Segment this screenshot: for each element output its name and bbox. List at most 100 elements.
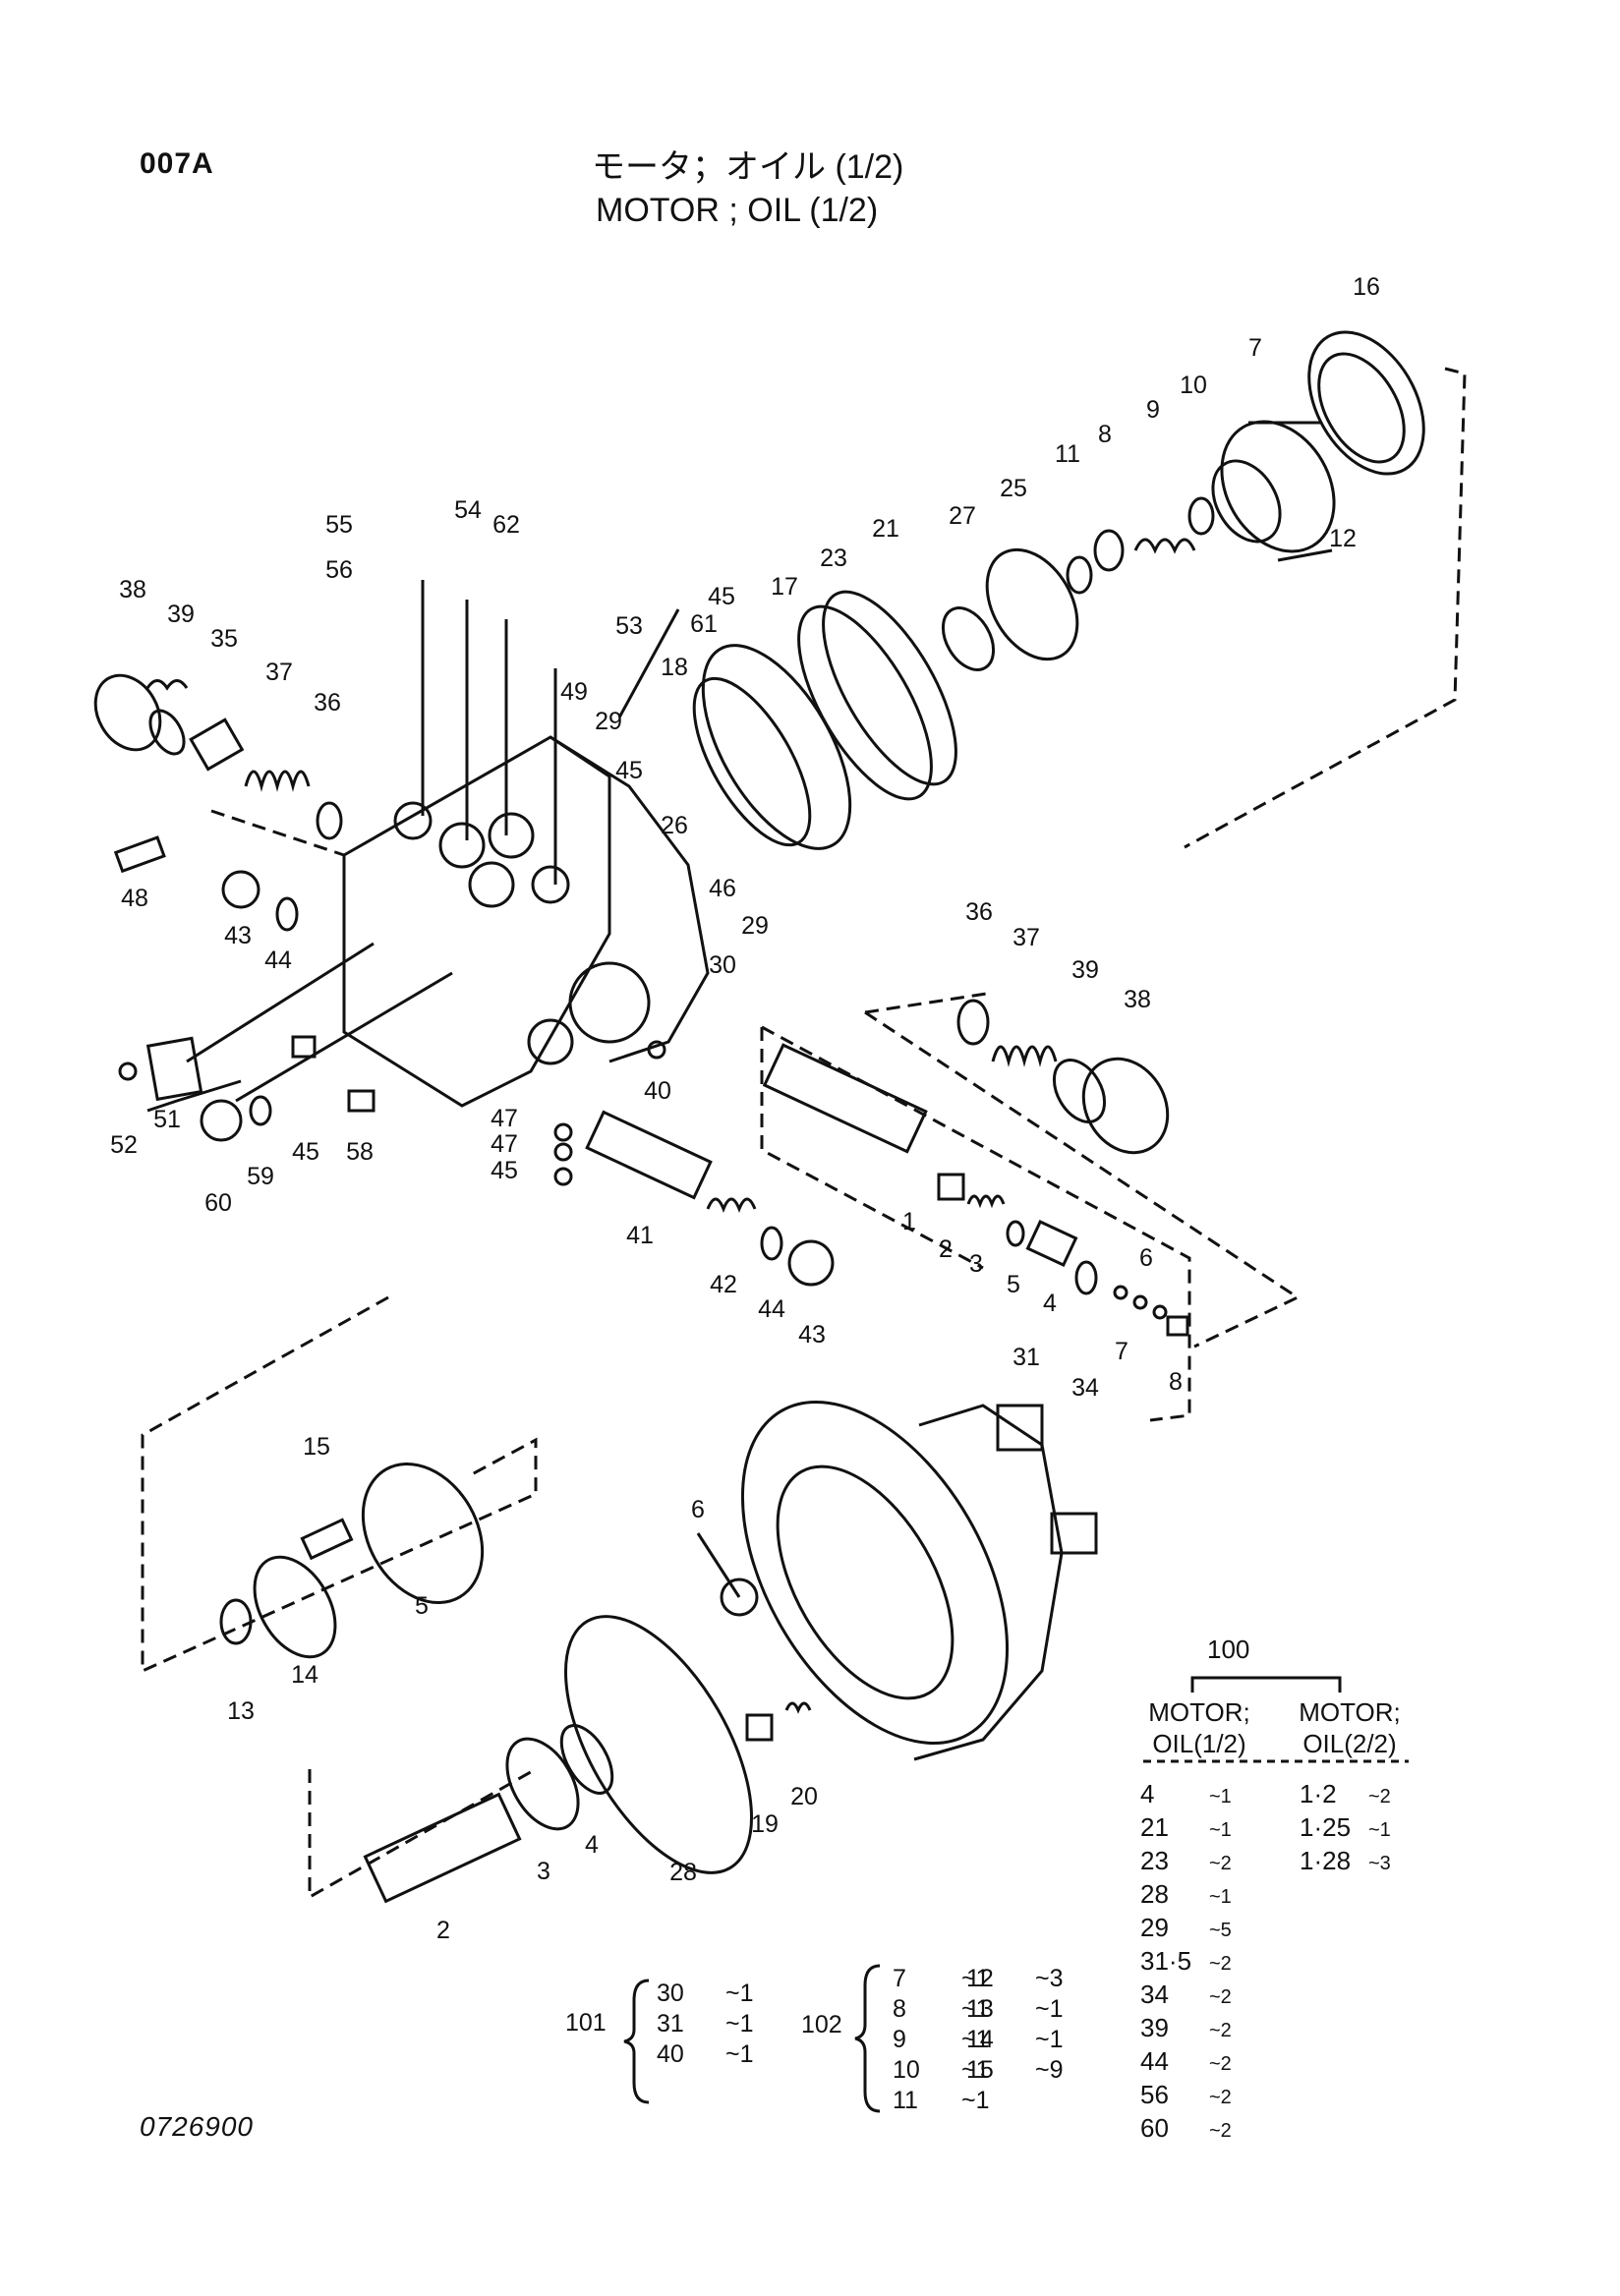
- part-25-plate: [985, 547, 1079, 661]
- col1-qty: ~2: [1209, 2087, 1232, 2108]
- col1-qty: ~1: [1209, 1886, 1232, 1908]
- callout-61: 61: [690, 610, 718, 638]
- kit-102-left-row: 11 ~1: [893, 2086, 990, 2116]
- callout-3: 3: [969, 1250, 983, 1278]
- callout-45: 45: [708, 583, 735, 610]
- part-4-plug: [1025, 1219, 1078, 1268]
- callout-4: 4: [585, 1831, 599, 1859]
- col1-part: 39: [1140, 2013, 1169, 2042]
- valve-body: [342, 735, 710, 1108]
- part-3-spring: [966, 1194, 1006, 1209]
- callout-17: 17: [771, 573, 798, 601]
- callout-52: 52: [110, 1131, 138, 1159]
- part-8-plug-right: [1166, 1315, 1189, 1337]
- group-number: 100: [1207, 1635, 1250, 1664]
- callout-39: 39: [167, 601, 195, 628]
- callout-39: 39: [1071, 956, 1099, 984]
- callout-37: 37: [1012, 924, 1040, 951]
- kit-102-left-part: 11: [893, 2087, 918, 2114]
- part-21-o-ring: [822, 590, 957, 786]
- callout-29: 29: [595, 708, 622, 735]
- part-37-spring-left: [244, 770, 311, 792]
- kit-102-right-part: 13: [966, 1995, 994, 2023]
- callout-58: 58: [346, 1138, 374, 1166]
- col1-part: 34: [1140, 1980, 1169, 2009]
- sheet-id: 007A: [140, 147, 214, 180]
- col1-qty: ~2: [1209, 2053, 1232, 2075]
- kit-102-left-qty: ~1: [961, 1995, 990, 2023]
- callout-37: 37: [265, 659, 293, 686]
- col2-header-2: OIL(2/2): [1302, 1729, 1397, 1758]
- part-14-plate: [253, 1555, 337, 1659]
- part-39-o-ring-left: [148, 709, 186, 756]
- col1-row: 39~2: [1140, 2013, 1232, 2046]
- kit-102-brace: [854, 1964, 881, 2113]
- callout-1: 1: [902, 1208, 916, 1235]
- callout-48: 48: [121, 885, 148, 912]
- part-28-o-ring: [563, 1615, 754, 1874]
- callout-45: 45: [615, 757, 643, 784]
- part-34-ring: [1074, 1260, 1098, 1295]
- part-48-bolt: [113, 835, 166, 874]
- callout-31: 31: [1012, 1344, 1040, 1371]
- callout-3: 3: [537, 1858, 550, 1885]
- col1-row: 60~2: [1140, 2113, 1232, 2147]
- kit-102-left-part: 10: [893, 2056, 920, 2084]
- col1-header-2: OIL(1/2): [1152, 1729, 1246, 1758]
- kit-102-right-part: 12: [966, 1965, 994, 1992]
- callout-8: 8: [1169, 1368, 1183, 1396]
- kit-102-left-part: 9: [893, 2026, 906, 2053]
- drawing-number: 0726900: [140, 2111, 255, 2142]
- kit-102-left-qty: ~1: [961, 2056, 990, 2084]
- callout-11: 11: [1055, 440, 1080, 468]
- col1-part: 23: [1140, 1846, 1169, 1875]
- callout-19: 19: [751, 1810, 779, 1838]
- kit-102-left-qty: ~1: [961, 2026, 990, 2053]
- dashed-frame-shaft: [308, 1767, 537, 1900]
- callout-29: 29: [741, 912, 769, 940]
- part-19-plug: [745, 1713, 774, 1742]
- col2-qty: ~1: [1368, 1819, 1391, 1841]
- kit-101-qty: ~1: [725, 1980, 754, 2007]
- kit-101-qty: ~1: [725, 2010, 754, 2038]
- callout-36: 36: [314, 689, 341, 717]
- callout-labels: 1671098111225272123175556546253456138393…: [110, 273, 1380, 1944]
- callout-53: 53: [615, 612, 643, 640]
- part-16-plate: [1307, 330, 1425, 476]
- part-60-plug: [200, 1099, 243, 1142]
- part-2-shaft: [363, 1792, 522, 1904]
- kit-102-left-row: 10 ~1: [893, 2055, 990, 2086]
- col2-row: 1·25~1: [1300, 1812, 1391, 1846]
- kit-102-left-row: 9 ~1: [893, 2025, 990, 2055]
- kit-102-left-qty: ~1: [961, 2087, 990, 2114]
- callout-43: 43: [224, 922, 252, 949]
- callout-45: 45: [292, 1138, 319, 1166]
- kit-102-right-row: 15~9: [966, 2055, 1064, 2086]
- callout-38: 38: [119, 576, 146, 603]
- callout-20: 20: [790, 1783, 818, 1810]
- kit-101-brace: [623, 1979, 650, 2104]
- kit-101-part: 31: [657, 2010, 684, 2038]
- col1-part: 29: [1140, 1913, 1169, 1942]
- col2-qty: ~2: [1368, 1786, 1391, 1808]
- col1-qty: ~1: [1209, 1786, 1232, 1808]
- part-36-ring-right: [956, 999, 990, 1046]
- col1-row: 56~2: [1140, 2080, 1232, 2113]
- part-23-o-ring: [797, 604, 933, 801]
- part-40-plug: [647, 1040, 666, 1060]
- callout-6: 6: [691, 1496, 705, 1523]
- callout-34: 34: [1071, 1374, 1099, 1402]
- callout-60: 60: [204, 1189, 232, 1217]
- col1-row: 23~2: [1140, 1846, 1232, 1879]
- kit-102-left-row: 7~1: [893, 1964, 990, 1994]
- callout-38: 38: [1124, 986, 1151, 1013]
- callout-5: 5: [415, 1592, 429, 1620]
- part-37-spring-right: [991, 1045, 1058, 1067]
- kit-101-part: 30: [657, 1980, 684, 2007]
- callout-54: 54: [454, 496, 482, 524]
- part-17-casing: [692, 644, 852, 850]
- callout-4: 4: [1043, 1290, 1057, 1317]
- callout-13: 13: [227, 1697, 255, 1725]
